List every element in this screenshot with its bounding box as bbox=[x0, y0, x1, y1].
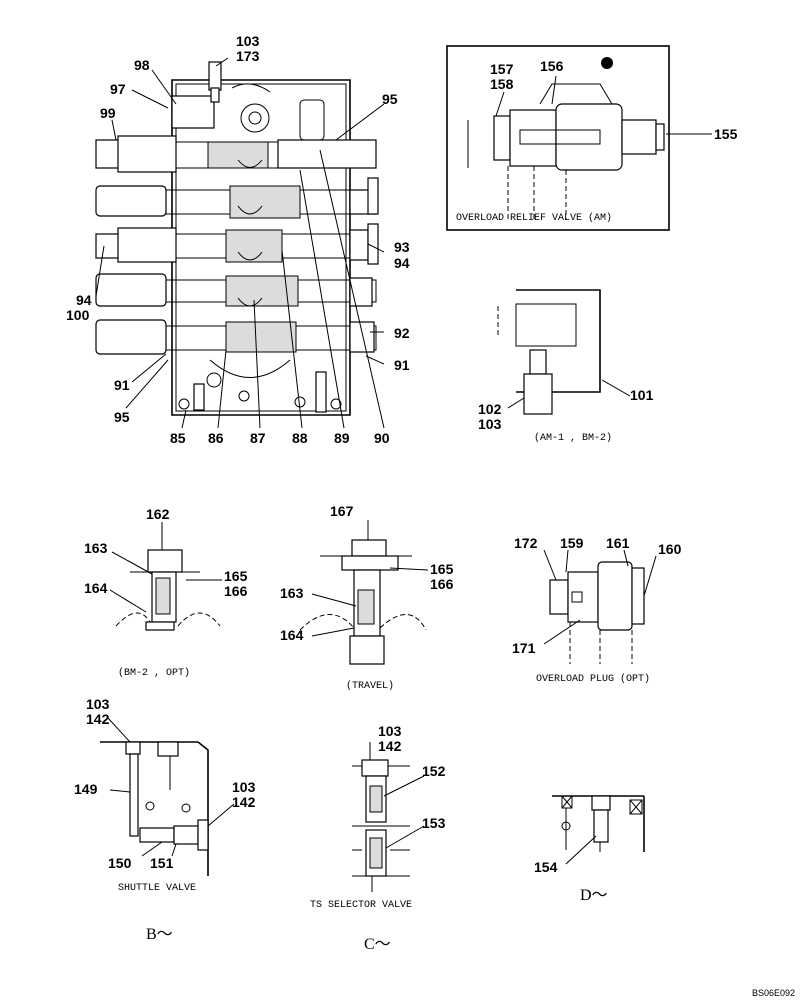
part-label: 94 bbox=[76, 292, 92, 308]
part-label: 167 bbox=[330, 503, 354, 519]
part-label: 158 bbox=[490, 76, 514, 92]
spool-row-4 bbox=[95, 273, 377, 307]
part-label: 95 bbox=[114, 409, 130, 425]
spool-row-5 bbox=[95, 319, 377, 355]
part-label: 165 bbox=[224, 568, 248, 584]
view-d-detail: 154 D～ bbox=[534, 795, 645, 904]
part-label: 172 bbox=[514, 535, 538, 551]
section-caption: OVERLOAD RELIEF VALVE (AM) bbox=[456, 212, 612, 224]
section-caption: SHUTTLE VALVE bbox=[118, 883, 196, 894]
view-label: C～ bbox=[364, 936, 391, 953]
part-label: 155 bbox=[714, 126, 738, 142]
part-label: 101 bbox=[630, 387, 654, 403]
main-valve-labels: 103 173 98 97 99 95 93 94 94 100 92 91 9… bbox=[66, 33, 410, 446]
part-label: 103 bbox=[86, 696, 110, 712]
part-label: 163 bbox=[84, 540, 108, 556]
overload-plug-detail: 172 159 161 160 171 OVERLOAD PLUG (OPT) bbox=[512, 535, 682, 685]
section-caption: (BM-2 , OPT) bbox=[118, 667, 190, 679]
part-label: 164 bbox=[280, 627, 304, 643]
part-label: 91 bbox=[394, 357, 410, 373]
spool-row-2 bbox=[95, 185, 377, 219]
diagram-code: BS06E092 bbox=[752, 988, 795, 998]
part-label: 85 bbox=[170, 430, 186, 446]
part-label: 99 bbox=[100, 105, 116, 121]
part-label: 150 bbox=[108, 855, 132, 871]
part-label: 142 bbox=[232, 794, 256, 810]
part-label: 171 bbox=[512, 640, 536, 656]
view-label: D～ bbox=[580, 887, 608, 904]
main-control-valve bbox=[95, 61, 379, 416]
part-label: 89 bbox=[334, 430, 350, 446]
part-label: 100 bbox=[66, 307, 90, 323]
section-caption: (AM-1 , BM-2) bbox=[534, 432, 612, 444]
section-caption: TS SELECTOR VALVE bbox=[310, 900, 412, 911]
part-label: 149 bbox=[74, 781, 98, 797]
part-label: 86 bbox=[208, 430, 224, 446]
part-label: 91 bbox=[114, 377, 130, 393]
part-label: 164 bbox=[84, 580, 108, 596]
part-label: 165 bbox=[430, 561, 454, 577]
part-label: 103 bbox=[232, 779, 256, 795]
part-label: 102 bbox=[478, 401, 502, 417]
part-label: 97 bbox=[110, 81, 126, 97]
part-label: 94 bbox=[394, 255, 410, 271]
shuttle-valve-detail: 103 142 149 103 142 150 151 SHUTTLE VALV… bbox=[74, 696, 256, 943]
section-caption: (TRAVEL) bbox=[346, 680, 394, 692]
spool-row-1 bbox=[95, 135, 377, 173]
main-valve-leaders bbox=[95, 57, 385, 429]
part-label: 95 bbox=[382, 91, 398, 107]
part-label: 103 bbox=[478, 416, 502, 432]
spool-row-3 bbox=[95, 227, 369, 263]
part-label: 159 bbox=[560, 535, 584, 551]
part-label: 154 bbox=[534, 859, 558, 875]
part-label: 88 bbox=[292, 430, 308, 446]
part-label: 173 bbox=[236, 48, 260, 64]
part-label: 161 bbox=[606, 535, 630, 551]
part-label: 153 bbox=[422, 815, 446, 831]
bm2-opt-detail: 162 163 164 165 166 (BM-2 , OPT) bbox=[84, 506, 248, 679]
section-caption: OVERLOAD PLUG (OPT) bbox=[536, 673, 650, 685]
am-bm-detail: 101 102 103 (AM-1 , BM-2) bbox=[478, 289, 654, 444]
overload-relief-valve-panel: 157 158 156 155 OVERLOAD RELIEF VALVE (A… bbox=[446, 45, 738, 231]
part-label: 92 bbox=[394, 325, 410, 341]
travel-detail: 167 163 164 165 166 (TRAVEL) bbox=[280, 503, 454, 692]
part-label: 103 bbox=[236, 33, 260, 49]
part-label: 166 bbox=[430, 576, 454, 592]
part-label: 152 bbox=[422, 763, 446, 779]
part-label: 166 bbox=[224, 583, 248, 599]
part-label: 157 bbox=[490, 61, 514, 77]
part-label: 162 bbox=[146, 506, 170, 522]
part-label: 142 bbox=[378, 738, 402, 754]
part-label: 151 bbox=[150, 855, 174, 871]
part-label: 103 bbox=[378, 723, 402, 739]
ts-selector-detail: 103 142 152 153 TS SELECTOR VALVE C～ bbox=[310, 723, 446, 953]
part-label: 93 bbox=[394, 239, 410, 255]
part-label: 142 bbox=[86, 711, 110, 727]
view-label: B～ bbox=[146, 926, 173, 943]
part-label: 160 bbox=[658, 541, 682, 557]
part-label: 87 bbox=[250, 430, 266, 446]
part-label: 98 bbox=[134, 57, 150, 73]
part-label: 90 bbox=[374, 430, 390, 446]
part-label: 156 bbox=[540, 58, 564, 74]
part-label: 163 bbox=[280, 585, 304, 601]
